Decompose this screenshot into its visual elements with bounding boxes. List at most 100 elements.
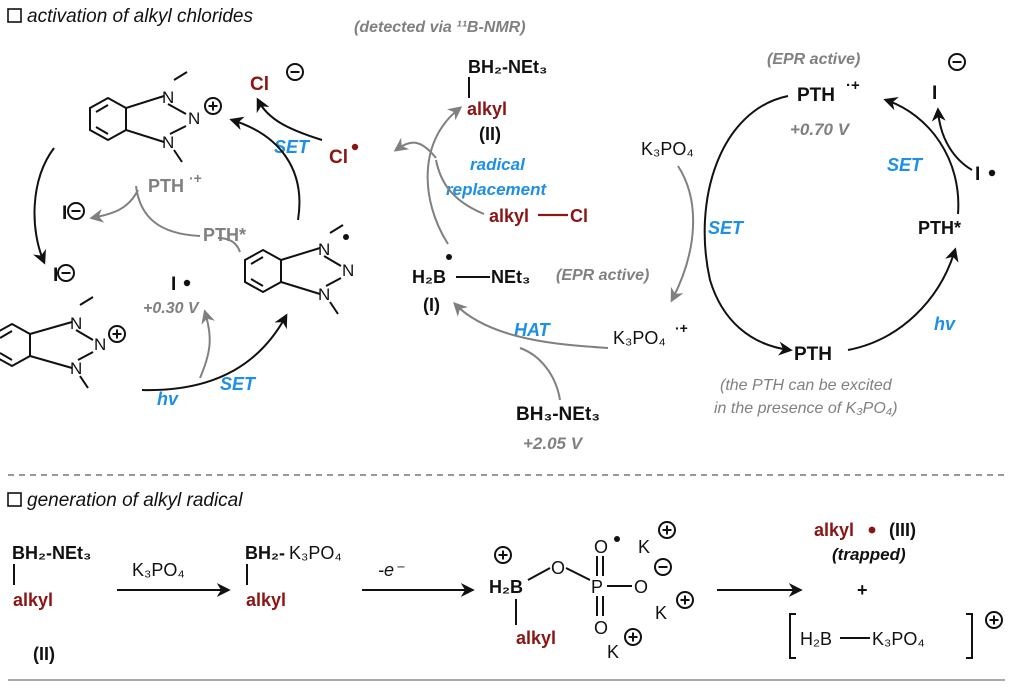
bh3-net3: BH₃-NEt₃ — [516, 404, 600, 425]
potassium: K — [638, 537, 650, 557]
n-atom: N — [94, 335, 106, 354]
set-arrow — [670, 165, 695, 303]
bracket-right — [966, 613, 973, 659]
adduct-k3po4: K₃PO₄ — [872, 629, 925, 649]
alkyl-group: alkyl — [467, 99, 507, 119]
alkyl-group: alkyl — [13, 590, 53, 610]
plus-charge-icon — [494, 546, 512, 564]
triazolium-cation-top: N N N — [89, 71, 222, 163]
epr-active-right: (EPR active) — [767, 51, 860, 68]
k3po4-ligand: K₃PO₄ — [289, 543, 342, 563]
checkbox-icon — [7, 8, 22, 23]
pth-arrow — [217, 237, 241, 253]
pth-ground: PTH — [794, 344, 832, 365]
pth-cycle-arrow — [703, 95, 793, 356]
minus-electron: -e⁻ — [378, 560, 405, 580]
cl-radical: Cl — [329, 147, 348, 168]
radical-cation-sup: ·+ — [675, 320, 688, 336]
oxygen-bottom: O — [594, 618, 608, 638]
alkyl-radical: alkyl — [814, 520, 854, 540]
radical-replacement-line1: radical — [470, 155, 526, 174]
plus-charge-icon — [676, 591, 694, 609]
phosphorus: P — [591, 577, 603, 597]
label-iii: (III) — [889, 520, 916, 540]
radical-dot-icon — [343, 234, 349, 240]
heading-generation: generation of alkyl radical — [27, 490, 243, 511]
pth-cycle-arrow — [883, 96, 960, 215]
plus-charge-icon — [985, 611, 1003, 629]
iodide-2: I — [53, 265, 58, 286]
iodine-radical-right: I — [975, 164, 980, 185]
radical-dot-icon — [868, 526, 876, 534]
radical-replacement-arrow — [435, 159, 485, 215]
hv-label-right: hv — [934, 314, 956, 334]
potassium: K — [655, 603, 667, 623]
radical-replacement-line2: replacement — [446, 180, 547, 199]
set-label: SET — [887, 155, 924, 175]
pth-cycle-arrow — [847, 247, 959, 351]
pth-radical-cation-left: PTH — [148, 176, 184, 196]
hv-label-left: hv — [157, 389, 179, 409]
set-label: SET — [708, 218, 745, 238]
hv-arrow — [199, 309, 215, 379]
hat-label: HAT — [514, 320, 552, 340]
plus-charge-icon — [658, 521, 676, 539]
n-atom: N — [318, 240, 330, 259]
set-arrow — [256, 97, 323, 141]
label-ii: (II) — [479, 124, 501, 144]
radical-dot-icon — [614, 536, 620, 542]
radical-replacement-arrow — [426, 106, 463, 245]
bh2-net3: BH₂-NEt₃ — [12, 543, 91, 563]
n-atom: N — [188, 109, 200, 128]
checkbox-icon — [7, 492, 22, 507]
minus-charge-icon — [67, 202, 85, 220]
cycle-arrow — [33, 147, 55, 265]
boryl-net3: NEt₃ — [491, 267, 530, 287]
oxygen-bridge: O — [551, 558, 565, 578]
potential-iodine: +0.30 V — [143, 300, 200, 317]
n-atom: N — [342, 261, 354, 280]
cl-anion: Cl — [250, 74, 269, 95]
n-atom: N — [162, 133, 174, 152]
bh2-net3: BH₂-NEt₃ — [468, 57, 547, 77]
epr-active-mid: (EPR active) — [556, 267, 649, 284]
iodide-1: I — [62, 203, 67, 224]
minus-charge-icon — [948, 53, 966, 71]
radical-cation-sup: ·+ — [189, 170, 202, 186]
radical-dot-icon — [988, 169, 996, 177]
iodide-right: I — [932, 83, 937, 104]
bottom-section: generation of alkyl radical BH₂-NEt₃ alk… — [7, 490, 1003, 664]
radical-dot-icon — [446, 254, 452, 260]
n-atom: N — [70, 314, 82, 333]
set-label: SET — [274, 137, 311, 157]
pth-excited-left: PTH* — [203, 225, 246, 245]
pth-excited-right: PTH* — [918, 218, 961, 238]
iodine-radical-left: I — [171, 274, 176, 295]
cl-release-arrow — [393, 137, 437, 159]
minus-charge-icon — [57, 264, 75, 282]
boryl-h2b: H₂B — [412, 267, 446, 287]
n-atom: N — [318, 285, 330, 304]
radical-dot-icon — [351, 143, 359, 151]
alkyl-chloride-cl: Cl — [570, 206, 588, 226]
pth-arrow — [89, 189, 139, 223]
potential-bh3: +2.05 V — [523, 434, 584, 453]
oxygen-top: O — [594, 537, 608, 557]
hat-arrow — [453, 301, 609, 349]
heading-activation: activation of alkyl chlorides — [27, 6, 253, 27]
alkyl-group: alkyl — [246, 590, 286, 610]
triazolium-cation-bottom: N N N — [0, 296, 126, 389]
k3po4-top: K₃PO₄ — [641, 139, 694, 159]
radical-dot-icon — [183, 279, 191, 287]
alkyl-chloride-alkyl: alkyl — [489, 206, 529, 226]
pth-note-line2: in the presence of K₃PO₄) — [714, 400, 898, 417]
adduct-h2b: H₂B — [800, 629, 832, 649]
label-i: (I) — [423, 295, 440, 315]
bracket-left — [789, 613, 796, 659]
n-atom: N — [70, 359, 82, 378]
k3po4-reagent: K₃PO₄ — [132, 560, 185, 580]
label-ii: (II) — [33, 644, 55, 664]
pth-note-line1: (the PTH can be excited — [720, 377, 893, 394]
k3po4-radical-cation: K₃PO₄ — [613, 328, 666, 348]
potassium: K — [607, 642, 619, 662]
